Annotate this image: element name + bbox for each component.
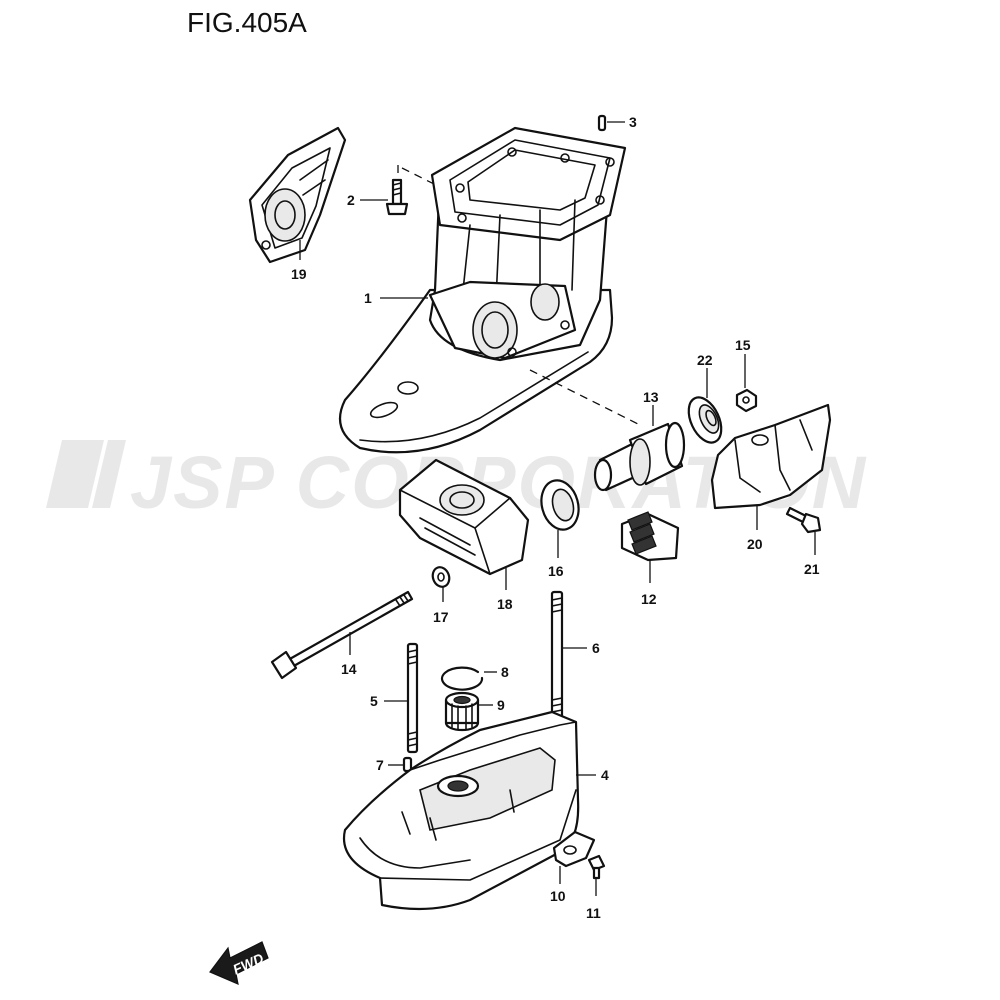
callout-3: 3 (607, 114, 637, 130)
callout-13: 13 (643, 389, 659, 426)
part-12-block[interactable] (620, 511, 680, 562)
part-13-driveshaft-bushing[interactable] (593, 421, 686, 492)
callout-17: 17 (433, 587, 449, 625)
part-17-washer[interactable] (430, 565, 452, 589)
part-4-lower-casing[interactable] (342, 710, 580, 911)
svg-text:18: 18 (497, 596, 513, 612)
part-15-nut[interactable] (735, 388, 758, 413)
svg-text:21: 21 (804, 561, 820, 577)
part-9-spline-coupler[interactable] (444, 691, 480, 732)
callout-15: 15 (735, 337, 751, 388)
svg-text:6: 6 (592, 640, 600, 656)
part-3-dowel-pin[interactable] (597, 114, 607, 132)
part-16-seal-ring[interactable] (536, 476, 584, 534)
callout-11: 11 (586, 878, 601, 921)
part-14-long-bolt[interactable] (270, 590, 414, 680)
svg-text:3: 3 (629, 114, 637, 130)
callout-7: 7 (376, 757, 403, 773)
callout-5: 5 (370, 693, 407, 709)
part-2-bolt[interactable] (385, 178, 409, 216)
part-10-plate[interactable] (552, 830, 596, 868)
alignment-line-bolt (397, 165, 439, 187)
svg-text:11: 11 (586, 905, 601, 921)
callout-9: 9 (478, 697, 505, 713)
part-20-cover[interactable] (710, 403, 832, 510)
svg-text:17: 17 (433, 609, 449, 625)
callout-18: 18 (497, 568, 513, 612)
part-11-screw[interactable] (587, 854, 606, 880)
callout-19: 19 (291, 240, 307, 282)
fwd-label: FWD (230, 950, 266, 978)
svg-text:10: 10 (550, 888, 566, 904)
part-6-stud-bolt[interactable] (550, 590, 564, 720)
svg-text:1: 1 (364, 290, 372, 306)
watermark-logo (46, 440, 126, 508)
svg-text:5: 5 (370, 693, 378, 709)
figure-title: FIG.405A (187, 7, 307, 38)
alignment-line-shaft (529, 369, 641, 426)
callout-20: 20 (747, 505, 763, 552)
callout-16: 16 (548, 530, 564, 579)
svg-text:16: 16 (548, 563, 564, 579)
svg-text:4: 4 (601, 767, 609, 783)
svg-text:7: 7 (376, 757, 384, 773)
callout-10: 10 (550, 866, 566, 904)
part-8-snap-ring[interactable] (440, 666, 484, 691)
callout-8: 8 (484, 664, 509, 680)
part-19-cover-plate[interactable] (248, 126, 347, 264)
callout-4: 4 (576, 767, 609, 783)
svg-text:8: 8 (501, 664, 509, 680)
part-1-drive-shaft-housing[interactable] (338, 126, 627, 454)
part-18-drive-block[interactable] (398, 458, 530, 576)
fwd-direction-arrow: FWD (209, 941, 269, 986)
callout-21: 21 (804, 532, 820, 577)
svg-text:2: 2 (347, 192, 355, 208)
svg-text:19: 19 (291, 266, 307, 282)
part-22-oil-seal[interactable] (682, 392, 728, 447)
svg-text:9: 9 (497, 697, 505, 713)
svg-text:12: 12 (641, 591, 657, 607)
svg-text:14: 14 (341, 661, 357, 677)
callout-6: 6 (563, 640, 600, 656)
callout-2: 2 (347, 192, 388, 208)
callout-12: 12 (641, 560, 657, 607)
svg-text:20: 20 (747, 536, 763, 552)
svg-text:13: 13 (643, 389, 659, 405)
svg-text:15: 15 (735, 337, 751, 353)
part-5-stud-bolt[interactable] (406, 642, 419, 754)
callout-1: 1 (364, 290, 428, 306)
svg-text:22: 22 (697, 352, 713, 368)
callout-22: 22 (697, 352, 713, 398)
part-21-bolt[interactable] (785, 506, 822, 534)
callout-14: 14 (341, 632, 357, 677)
